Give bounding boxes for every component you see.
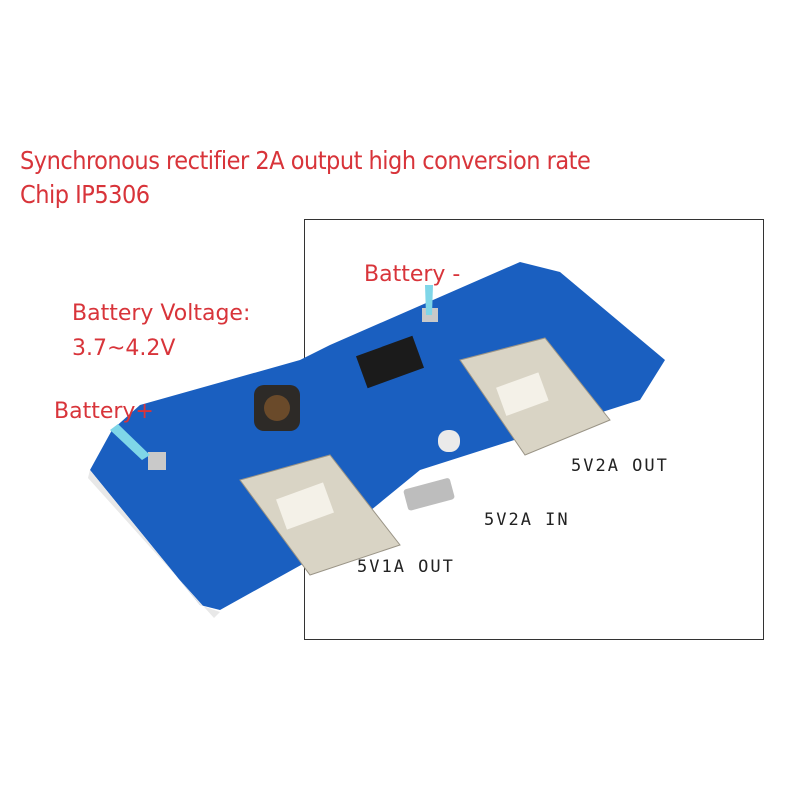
arrow-battery-minus xyxy=(425,285,433,315)
pcb-board-edge xyxy=(88,470,220,618)
label-battery-voltage: Battery Voltage: xyxy=(72,301,251,326)
label-5v1a-out: 5V1A OUT xyxy=(357,557,455,577)
chip xyxy=(355,335,425,389)
arrow-battery-plus xyxy=(110,424,150,460)
label-battery-minus: Battery - xyxy=(364,262,461,287)
led xyxy=(438,430,460,452)
label-5v2a-out: 5V2A OUT xyxy=(571,456,669,476)
micro-usb-port xyxy=(403,478,455,511)
headline-line-2: Chip IP5306 xyxy=(20,180,150,209)
headline-line-1: Synchronous rectifier 2A output high con… xyxy=(20,146,591,175)
label-voltage-range: 3.7~4.2V xyxy=(72,336,176,361)
label-5v2a-in: 5V2A IN xyxy=(484,510,570,530)
battery-plus-pad xyxy=(148,452,166,470)
label-battery-plus: Battery+ xyxy=(54,399,154,424)
